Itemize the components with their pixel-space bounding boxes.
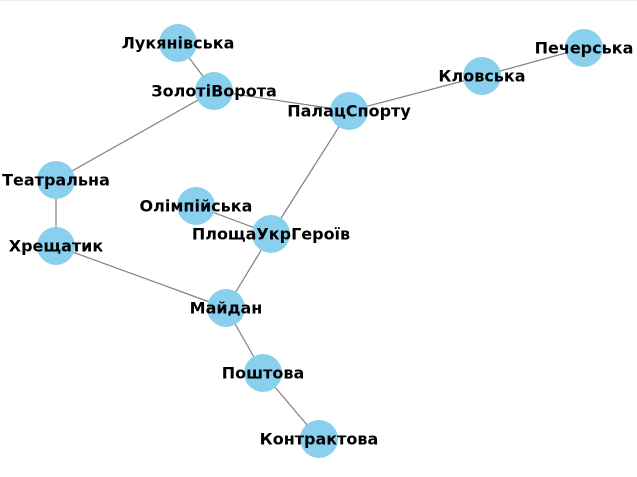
node-label-pecherska: Печерська <box>535 39 634 58</box>
edge-palats-sportu-ploshcha-ukr-heroiv <box>270 110 350 235</box>
node-label-maidan: Майдан <box>190 299 263 318</box>
node-khreshchatyk <box>37 227 75 265</box>
node-layer <box>37 24 603 458</box>
node-kontraktova <box>300 420 338 458</box>
node-poshtova <box>244 354 282 392</box>
node-label-zoloti-vorota: ЗолотіВорота <box>151 82 277 101</box>
node-klovska <box>463 57 501 95</box>
node-label-teatralna: Театральна <box>2 171 110 190</box>
node-ploshcha-ukr-heroiv <box>252 215 290 253</box>
edge-palats-sportu-klovska <box>348 75 483 112</box>
node-label-ploshcha-ukr-heroiv: ПлощаУкрГероїв <box>192 225 350 244</box>
node-teatralna <box>37 161 75 199</box>
edge-zoloti-vorota-teatralna <box>55 90 215 181</box>
node-label-olimpiiska: Олімпійська <box>140 197 253 216</box>
edge-khreshchatyk-maidan <box>55 245 227 309</box>
node-lukianivska <box>159 24 197 62</box>
node-label-khreshchatyk: Хрещатик <box>9 237 104 256</box>
node-palats-sportu <box>330 92 368 130</box>
node-label-klovska: Кловська <box>438 67 525 86</box>
node-label-palats-sportu: ПалацСпорту <box>287 102 411 121</box>
node-pecherska <box>565 29 603 67</box>
edge-zoloti-vorota-palats-sportu <box>213 90 350 112</box>
node-zoloti-vorota <box>195 72 233 110</box>
node-label-lukianivska: Лукянівська <box>122 34 235 53</box>
node-label-poshtova: Поштова <box>222 364 305 383</box>
top-border <box>0 0 637 1</box>
node-maidan <box>207 289 245 327</box>
node-label-kontraktova: Контрактова <box>260 430 379 449</box>
node-olimpiiska <box>177 187 215 225</box>
